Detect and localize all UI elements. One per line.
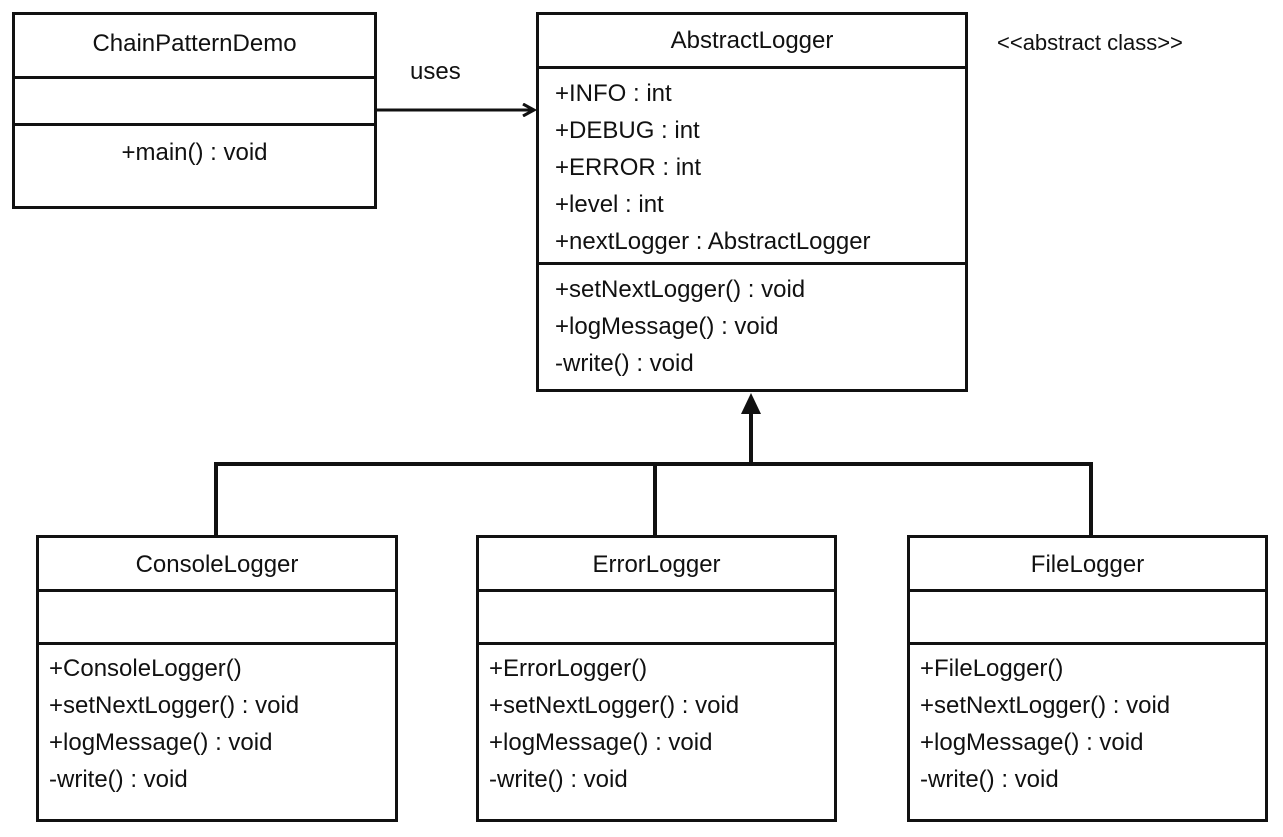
class-abstract-logger: AbstractLogger +INFO : int +DEBUG : int … xyxy=(536,12,968,392)
class-error-logger: ErrorLogger +ErrorLogger() +setNextLogge… xyxy=(476,535,837,822)
method: +setNextLogger() : void xyxy=(49,692,300,719)
method: +logMessage() : void xyxy=(920,729,1144,756)
method: +main() : void xyxy=(121,139,268,166)
class-name: ChainPatternDemo xyxy=(15,15,374,79)
method: +setNextLogger() : void xyxy=(555,276,806,303)
method: +ErrorLogger() xyxy=(489,655,648,682)
methods-compartment: +setNextLogger() : void +logMessage() : … xyxy=(539,265,965,382)
class-name: ErrorLogger xyxy=(479,538,834,592)
class-chain-pattern-demo: ChainPatternDemo +main() : void xyxy=(12,12,377,209)
method: -write() : void xyxy=(49,766,188,793)
class-name: FileLogger xyxy=(910,538,1265,592)
attribute: +INFO : int xyxy=(555,80,672,107)
method: +FileLogger() xyxy=(920,655,1064,682)
methods-compartment: +ConsoleLogger() +setNextLogger() : void… xyxy=(39,645,395,798)
method: -write() : void xyxy=(555,350,694,377)
attribute: +nextLogger : AbstractLogger xyxy=(555,228,871,255)
generalization-arrowhead xyxy=(741,393,761,414)
attributes-compartment xyxy=(910,592,1265,645)
attributes-compartment xyxy=(39,592,395,645)
method: +setNextLogger() : void xyxy=(920,692,1171,719)
attribute: +level : int xyxy=(555,191,664,218)
method: -write() : void xyxy=(489,766,628,793)
method: -write() : void xyxy=(920,766,1059,793)
attribute: +DEBUG : int xyxy=(555,117,700,144)
methods-compartment: +FileLogger() +setNextLogger() : void +l… xyxy=(910,645,1265,798)
class-console-logger: ConsoleLogger +ConsoleLogger() +setNextL… xyxy=(36,535,398,822)
method: +logMessage() : void xyxy=(555,313,779,340)
attributes-compartment xyxy=(15,79,374,126)
attributes-compartment: +INFO : int +DEBUG : int +ERROR : int +l… xyxy=(539,69,965,265)
abstract-stereotype-label: <<abstract class>> xyxy=(997,30,1183,55)
method: +setNextLogger() : void xyxy=(489,692,740,719)
generalization-connector xyxy=(214,408,1093,535)
method: +logMessage() : void xyxy=(489,729,713,756)
class-name: AbstractLogger xyxy=(539,15,965,69)
attributes-compartment xyxy=(479,592,834,645)
method: +logMessage() : void xyxy=(49,729,273,756)
uses-label: uses xyxy=(410,58,461,85)
class-file-logger: FileLogger +FileLogger() +setNextLogger(… xyxy=(907,535,1268,822)
methods-compartment: +ErrorLogger() +setNextLogger() : void +… xyxy=(479,645,834,798)
attribute: +ERROR : int xyxy=(555,154,702,181)
methods-compartment: +main() : void xyxy=(15,126,374,171)
method: +ConsoleLogger() xyxy=(49,655,242,682)
class-name: ConsoleLogger xyxy=(39,538,395,592)
